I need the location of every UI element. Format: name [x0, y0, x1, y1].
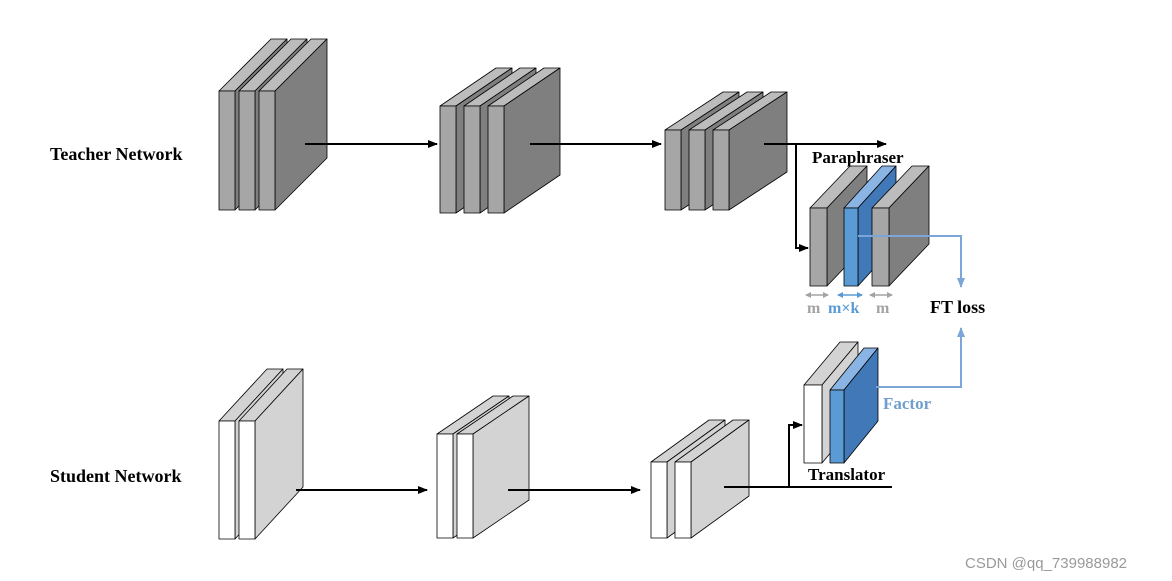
paraphraser-factor-to-loss-arrow	[858, 235, 965, 288]
dim-label-mk: m×k	[828, 300, 859, 317]
translator-label: Translator	[808, 465, 886, 484]
translator-factor-layer	[829, 347, 879, 464]
paraphraser-module	[809, 165, 930, 287]
teacher-network-layers	[218, 38, 788, 214]
student-network-label: Student Network	[50, 466, 182, 486]
dim-label-m-right: m	[876, 300, 890, 317]
student-to-translator-arrow	[788, 421, 803, 487]
teacher-layer-1-3	[258, 38, 328, 211]
watermark: CSDN @qq_739988982	[965, 555, 1127, 572]
teacher-network-label: Teacher Network	[50, 144, 182, 164]
dim-label-m-left: m	[807, 300, 821, 317]
factor-label: Factor	[883, 394, 932, 413]
translator-factor-to-loss-arrow	[876, 327, 965, 388]
student-layer-1-2	[238, 368, 304, 540]
student-network-layers	[218, 368, 750, 540]
teacher-layer-2-3	[487, 67, 561, 214]
teacher-to-paraphraser-arrow	[795, 144, 809, 252]
student-layer-3-2	[674, 419, 750, 539]
translator-module	[803, 341, 879, 464]
ft-loss-label: FT loss	[930, 297, 985, 317]
teacher-layer-3-3	[712, 91, 788, 211]
student-layer-2-2	[456, 395, 530, 539]
paraphraser-layer-3	[871, 165, 930, 287]
paraphraser-label: Paraphraser	[812, 148, 904, 167]
